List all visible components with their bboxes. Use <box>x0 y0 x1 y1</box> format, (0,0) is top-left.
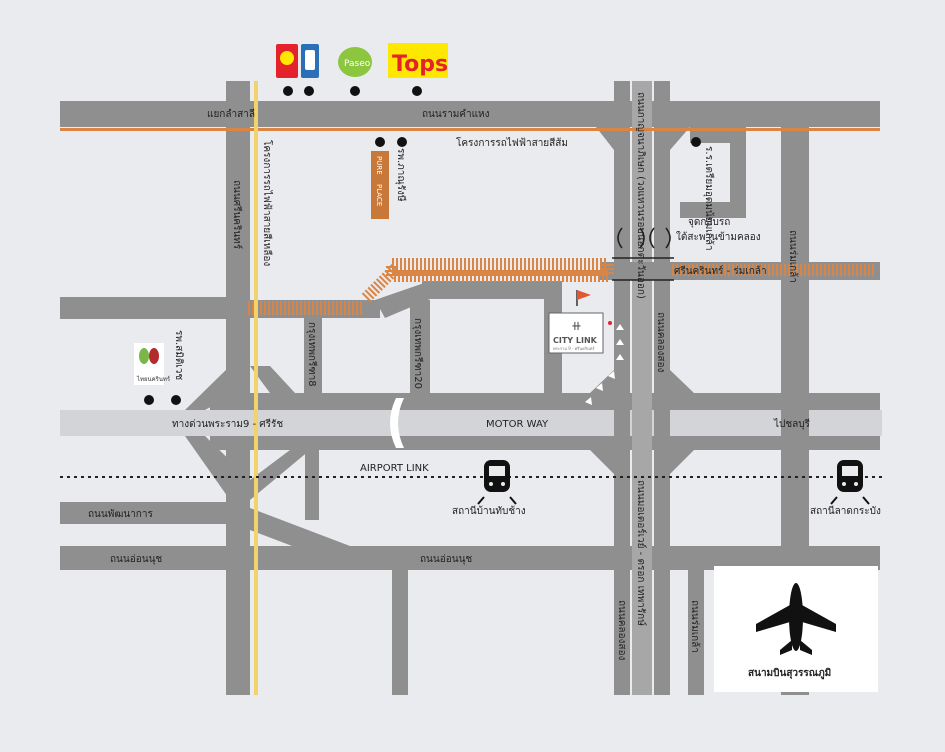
road-motorway <box>60 410 882 436</box>
train-icon-lat-krabang <box>830 460 870 505</box>
label-soi8: กรุงเทพกรีฑา8 <box>306 322 318 387</box>
svg-text:CITY LINK: CITY LINK <box>553 336 598 345</box>
svg-text:⧺: ⧺ <box>571 319 582 334</box>
ramp-nw <box>185 366 250 410</box>
label-hospital-left: รพ.สมิติเวช <box>173 330 184 380</box>
ramp-kan-nw <box>596 127 614 150</box>
label-romklao: ถนนร่มเกล้า <box>787 230 799 283</box>
label-uturn: จุดกลับรถ <box>688 217 730 228</box>
label-onnut-left: ถนนอ่อนนุช <box>110 554 162 565</box>
orange-line-top <box>60 128 880 131</box>
ramp-sw <box>185 436 250 500</box>
label-srinakarin: ถนนศรีนครินทร์ <box>231 180 243 250</box>
svg-text:พระราม 9 - ศรีนครินทร์: พระราม 9 - ศรีนครินทร์ <box>553 346 595 351</box>
road-school-bottom <box>680 202 746 218</box>
svg-text:ไทยนครินทร์: ไทยนครินทร์ <box>136 375 171 383</box>
label-klongsong-lower: ถนนคลองสอง <box>616 600 627 661</box>
paseo-logo: Paseo <box>338 47 372 77</box>
label-yellow-line: โครงการรถไฟฟ้าสายสีเหลือง <box>261 140 274 266</box>
road-phatthanakan <box>60 502 250 524</box>
label-motorway: MOTOR WAY <box>486 419 549 430</box>
road-motorway-frontage-south <box>210 436 880 450</box>
road-ramkhamhaeng <box>60 101 880 127</box>
ramp-kan-m1 <box>590 370 614 393</box>
svg-text:Paseo: Paseo <box>344 59 371 69</box>
road-small-vertical <box>305 450 319 520</box>
label-klongsong-upper: ถนนคลองสอง <box>655 312 666 373</box>
label-chonburi: ไปชลบุรี <box>773 418 811 430</box>
road-motorway-frontage-north <box>210 393 880 411</box>
tesco-bigc-logo <box>276 44 319 78</box>
road-kreetha-west <box>250 300 380 318</box>
label-airport-link: AIRPORT LINK <box>360 463 429 474</box>
label-soi20: กรุงเทพกรีฑา20 <box>412 318 424 389</box>
route-arrows <box>585 324 624 405</box>
ramp-kan-m2 <box>670 370 694 393</box>
bridge-brackets <box>612 227 674 281</box>
road-left-connector <box>60 297 250 319</box>
poi-dots <box>144 86 701 405</box>
ramp-se <box>250 450 310 500</box>
bridge-mark <box>390 398 404 448</box>
road-kanchanaphisek-median <box>632 81 652 695</box>
tops-logo: Tops <box>388 43 448 78</box>
road-kanchanaphisek-east <box>654 81 670 695</box>
ramp-kan-m4 <box>670 450 694 474</box>
label-lamsali: แยกลำสาลี <box>207 108 255 120</box>
city-link-marker: ⧺ CITY LINK พระราม 9 - ศรีนครินทร์ <box>548 290 612 354</box>
orange-line-dashed <box>248 258 876 315</box>
road-kreetha-east <box>422 281 562 299</box>
ramp-ne <box>250 366 295 393</box>
svg-text:PLACE: PLACE <box>375 184 383 206</box>
label-motorway-local: ถนนมอเตอร์เวย์ - ตรอก เทพารักษ์ <box>635 480 647 626</box>
road-kreetha-bend <box>375 281 430 318</box>
ramp-kan-m3 <box>590 450 614 474</box>
label-orange-line: โครงการรถไฟฟ้าสายสีส้ม <box>456 136 568 149</box>
label-hospital-top: รพ.ภาณุรังษี <box>395 148 407 202</box>
yellow-line <box>254 81 258 695</box>
label-school: ร.ร.เตรียมอุดมน้อมเกล้า <box>703 146 715 251</box>
ramp-kan-ne <box>670 127 690 150</box>
road-south-spur <box>392 570 408 695</box>
road-soi20 <box>410 300 430 405</box>
label-ban-thap-chang: สถานีบ้านทับช้าง <box>452 505 526 517</box>
label-kanchanaphisek: ถนนกาญจนาภิเษก (วงแหวนรอบนอกตะวันออก) <box>635 92 646 299</box>
road-school-right <box>730 127 746 217</box>
road-network <box>60 81 882 695</box>
label-motorway-ramintra: ทางด่วนพระราม9 - ศรีรัช <box>172 418 283 430</box>
road-soi8 <box>304 318 322 403</box>
label-lat-krabang: สถานีลาดกระบัง <box>810 505 881 517</box>
label-phatthanakan: ถนนพัฒนาการ <box>88 509 153 520</box>
road-klongsong <box>688 562 704 695</box>
pure-place-logo: PURE PLACE <box>371 151 389 219</box>
label-klongsong-right: ถนนร่มเกล้า <box>689 600 701 653</box>
svg-text:PURE: PURE <box>375 156 383 175</box>
airplane-icon <box>756 583 836 655</box>
train-icon-ban-thap-chang <box>477 460 517 505</box>
label-ramkhamhaeng: ถนนรามคำแหง <box>422 109 490 120</box>
hospital-left-logo: ไทยนครินทร์ <box>134 343 171 385</box>
svg-text:Tops: Tops <box>392 52 448 77</box>
label-onnut-right: ถนนอ่อนนุช <box>420 554 472 565</box>
label-airport: สนามบินสุวรรณภูมิ <box>748 667 831 680</box>
label-uturn-sub: ใต้สะพานข้ามคลอง <box>676 231 761 243</box>
flag-icon <box>577 290 591 300</box>
label-sri-romklao: ศรีนครินทร์ - ร่มเกล้า <box>674 265 767 277</box>
